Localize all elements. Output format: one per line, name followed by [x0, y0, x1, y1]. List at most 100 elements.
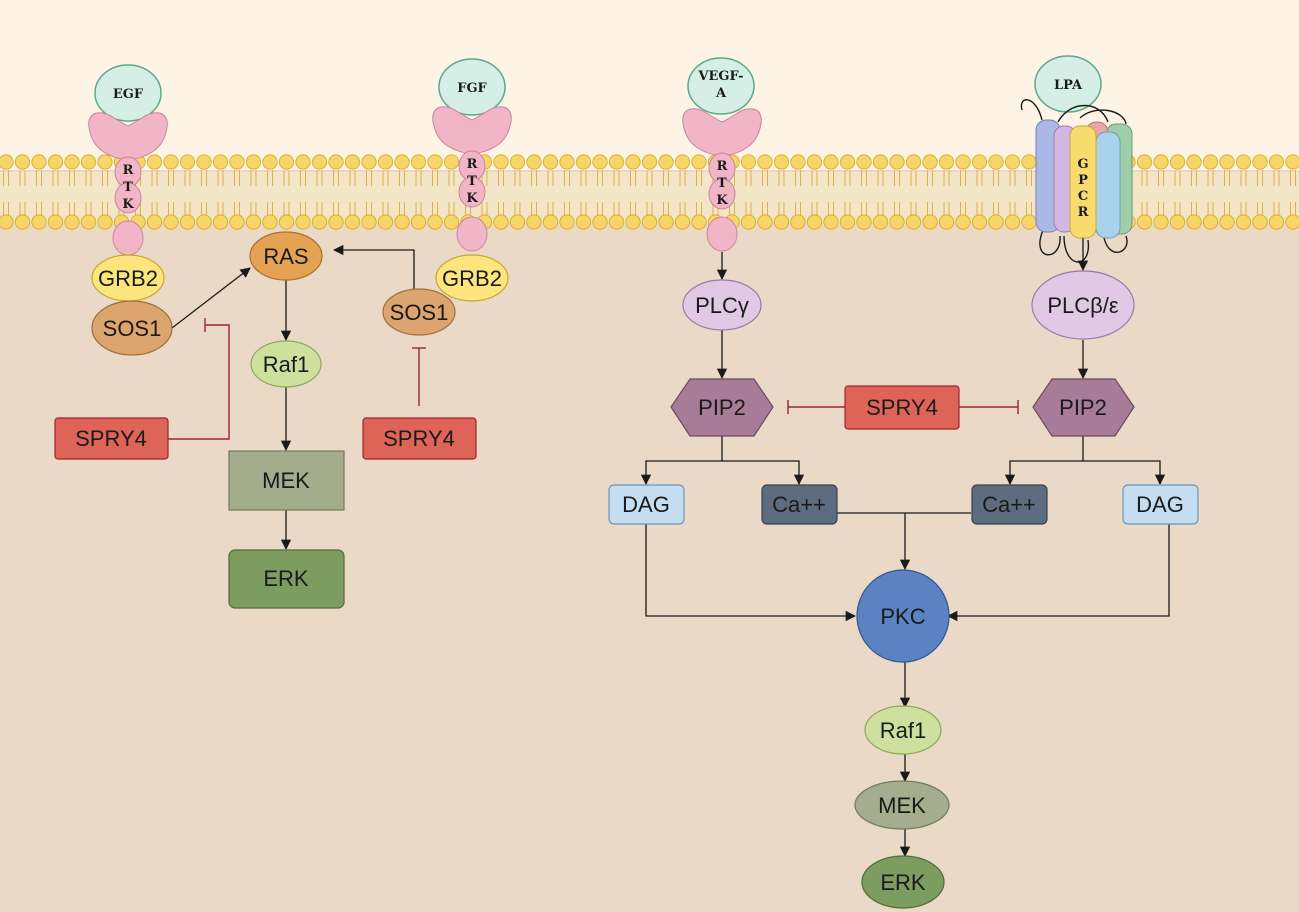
- lipid-head: [47, 214, 64, 230]
- lipid-head: [179, 214, 196, 230]
- spry4-label: SPRY4: [383, 426, 455, 451]
- lpa-label: LPA: [1054, 78, 1083, 93]
- sos1-label: SOS1: [103, 316, 162, 341]
- egf-spry4: SPRY4: [54, 417, 169, 460]
- erk-node-2: ERK: [861, 855, 945, 909]
- lipid-head: [64, 214, 80, 230]
- lipid-head: [790, 154, 806, 170]
- lipid-head: [1186, 154, 1202, 170]
- lipid-head: [212, 154, 229, 170]
- lipid-head: [1235, 154, 1252, 170]
- rtk-letter: R: [467, 157, 478, 172]
- lipid-head: [938, 154, 955, 170]
- dag-left-node: DAG: [608, 484, 685, 525]
- lipid-head: [971, 214, 988, 230]
- lipid-head: [1252, 214, 1268, 230]
- lipid-head: [394, 214, 410, 230]
- vegf-rtk-receptor: R T K: [682, 108, 762, 252]
- lipid-head: [1268, 154, 1285, 170]
- rtk-letter: R: [123, 163, 134, 178]
- gpcr-letter: P: [1078, 173, 1088, 188]
- lipid-head: [443, 154, 460, 170]
- lipid-head: [1285, 154, 1299, 170]
- raf1-node: Raf1: [250, 340, 322, 388]
- lipid-head: [377, 154, 394, 170]
- rtk-letter: K: [466, 191, 478, 206]
- lipid-head: [1252, 154, 1268, 170]
- lipid-head: [592, 154, 608, 170]
- fgf-label: FGF: [457, 81, 487, 96]
- arrow-pip2-to-ca-right: [1004, 436, 1084, 486]
- fgf-ligand: FGF: [438, 58, 506, 116]
- lipid-head: [394, 154, 410, 170]
- lipid-head: [0, 154, 14, 170]
- vegf-label-line2: A: [715, 86, 727, 101]
- lipid-head: [1021, 214, 1037, 230]
- gpcr-receptor: G P C R: [1020, 99, 1133, 263]
- lipid-head: [31, 214, 47, 230]
- lipid-head: [922, 154, 938, 170]
- lipid-head: [493, 214, 509, 230]
- lipid-head: [542, 214, 559, 230]
- lipid-head: [1169, 154, 1186, 170]
- rtk-letter: T: [123, 180, 133, 195]
- erk-node: ERK: [228, 549, 345, 609]
- center-spry4: SPRY4: [844, 385, 960, 430]
- lipid-head: [1235, 214, 1252, 230]
- lipid-head: [922, 214, 938, 230]
- lipid-head: [245, 154, 262, 170]
- mek-label: MEK: [262, 468, 310, 493]
- lipid-head: [47, 154, 64, 170]
- lipid-head: [1004, 214, 1021, 230]
- lipid-head: [1285, 214, 1299, 230]
- lipid-head: [410, 154, 427, 170]
- connectors: [171, 238, 1170, 858]
- lipid-head: [509, 214, 526, 230]
- lipid-head: [1021, 154, 1037, 170]
- vegf-a-ligand: VEGF- A: [687, 57, 755, 115]
- lipid-head: [262, 154, 278, 170]
- lipid-head: [328, 214, 344, 230]
- ca-label: Ca++: [772, 492, 826, 517]
- ca-right-node: Ca++: [971, 484, 1048, 525]
- lipid-head: [674, 214, 691, 230]
- lipid-head: [773, 214, 790, 230]
- lipid-head: [658, 214, 674, 230]
- rtk-letter: T: [467, 174, 477, 189]
- lipid-head: [146, 154, 163, 170]
- pip2-label: PIP2: [698, 395, 746, 420]
- lipid-head: [1186, 214, 1202, 230]
- lipid-head: [212, 214, 229, 230]
- lipid-head: [295, 214, 311, 230]
- lipid-head: [361, 214, 377, 230]
- arrow-sos1-to-ras: [171, 267, 251, 329]
- lipid-head: [790, 214, 806, 230]
- lipid-head: [757, 214, 773, 230]
- lipid-head: [625, 214, 641, 230]
- lipid-head: [575, 214, 592, 230]
- lipid-head: [80, 214, 97, 230]
- lipid-head: [938, 214, 955, 230]
- lipid-head: [14, 154, 31, 170]
- dag-label: DAG: [622, 492, 670, 517]
- lipid-head: [146, 214, 163, 230]
- lipid-head: [608, 154, 625, 170]
- arrow-dag-left-to-pkc: [645, 524, 857, 622]
- lipid-head: [1004, 154, 1021, 170]
- lipid-head: [163, 214, 179, 230]
- mek-node-2: MEK: [854, 780, 950, 830]
- lipid-head: [757, 154, 773, 170]
- lipid-head: [674, 154, 691, 170]
- arrow-dag-right-to-pkc: [946, 524, 1170, 622]
- lipid-head: [163, 154, 179, 170]
- inhibit-spry4-sos1-egf: [168, 324, 230, 440]
- erk-label: ERK: [880, 870, 926, 895]
- lipid-head: [245, 214, 262, 230]
- lipid-head: [856, 214, 872, 230]
- arrow-pip2-to-ca: [722, 460, 805, 486]
- lipid-head: [839, 214, 856, 230]
- mek-node: MEK: [228, 450, 345, 511]
- lipid-head: [740, 154, 757, 170]
- lipid-head: [278, 154, 295, 170]
- lipid-head: [905, 214, 922, 230]
